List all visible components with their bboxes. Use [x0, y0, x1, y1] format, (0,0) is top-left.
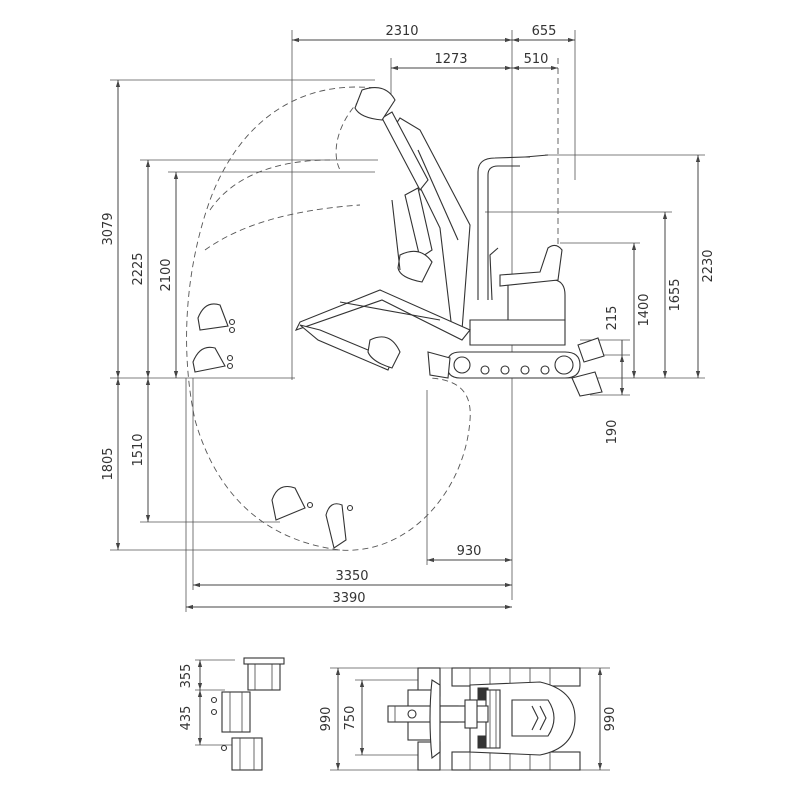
dim-2225: 2225: [131, 252, 146, 285]
bucket-raised: [354, 87, 396, 121]
boom-cylinder: [417, 149, 459, 241]
bucket-small: [247, 661, 281, 691]
reach-arc-inner: [335, 99, 361, 171]
bucket-pos-1: [197, 303, 229, 331]
dim-510: 510: [524, 52, 549, 67]
dim-435: 435: [179, 706, 194, 731]
dim-215: 215: [605, 306, 620, 331]
reach-envelope: [186, 86, 471, 551]
dim-990-front: 990: [319, 707, 334, 732]
dim-1805: 1805: [101, 447, 116, 480]
track-assembly: [446, 351, 581, 379]
top-seat-outline: [511, 699, 555, 737]
side-view: 2310 655 1273 510 3079 2225 2100 1805 15…: [101, 24, 716, 612]
top-seat-detail: [531, 705, 547, 731]
bucket-extended: [367, 336, 401, 369]
dim-655: 655: [532, 24, 557, 39]
bucket-pos-2: [192, 346, 226, 373]
bucket-large: [231, 737, 263, 771]
dim-930: 930: [457, 544, 482, 559]
bucket-mid-pose: [397, 250, 433, 283]
top-swing-post: [464, 699, 478, 729]
arm-cylinder: [391, 199, 401, 271]
dim-1655: 1655: [668, 278, 683, 311]
boom-extended: [294, 289, 471, 341]
dim-990-top: 990: [603, 707, 618, 732]
dim-1510: 1510: [131, 433, 146, 466]
engine-cover: [507, 279, 566, 321]
dim-2310: 2310: [385, 24, 418, 39]
excavator-side: [294, 87, 605, 397]
dim-2230: 2230: [701, 249, 716, 282]
dozer-blade-raised: [577, 337, 605, 363]
bucket-positions: [192, 303, 354, 549]
dim-355: 355: [179, 664, 194, 689]
bucket-detail: 355 435: [179, 657, 285, 771]
top-view: 990: [429, 667, 618, 771]
bucket-small-top: [243, 657, 285, 665]
dim-3390: 3390: [332, 591, 365, 606]
rops-canopy: [477, 156, 530, 300]
dim-750: 750: [343, 706, 358, 731]
control-lever: [489, 247, 499, 301]
bucket-pos-4: [325, 503, 347, 549]
canopy-top: [524, 154, 549, 158]
bucket-pos-3: [271, 485, 306, 521]
dim-3079: 3079: [101, 212, 116, 245]
dozer-blade-lowered: [571, 371, 603, 397]
dim-190: 190: [605, 420, 620, 445]
extended-cylinder: [339, 301, 441, 321]
dozer-blade-front: [427, 351, 451, 379]
dim-1273: 1273: [434, 52, 467, 67]
bucket-medium: [221, 691, 251, 733]
operator-seat: [499, 244, 563, 287]
dim-2100: 2100: [159, 258, 174, 291]
dipper-arm-raised: [381, 111, 429, 191]
upper-structure: [469, 319, 566, 346]
dim-3350: 3350: [335, 569, 368, 584]
arm-mid-pose: [404, 187, 433, 259]
top-track-lower: [451, 751, 581, 771]
top-blade: [429, 679, 441, 760]
dim-1400: 1400: [637, 293, 652, 326]
top-boom: [439, 705, 489, 723]
track-rollers: [453, 355, 574, 375]
